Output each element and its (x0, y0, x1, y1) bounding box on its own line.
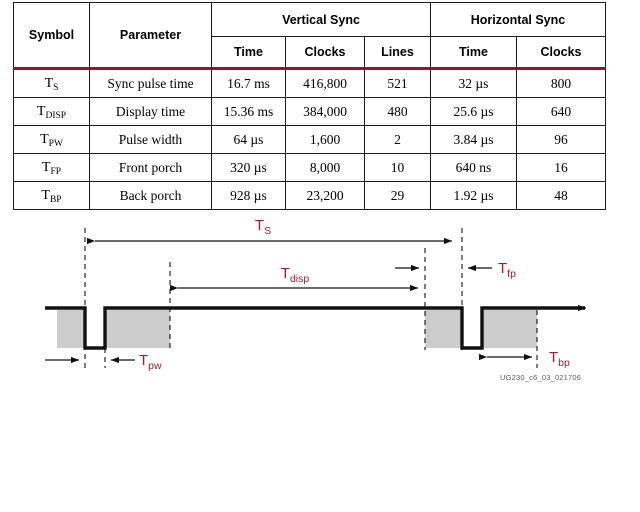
cell-vertical-lines: 2 (364, 125, 431, 154)
label-ts: TS (255, 217, 271, 237)
table-row: TBP Back porch 928 µs 23,200 29 1.92 µs … (13, 181, 606, 210)
cell-symbol: TS (13, 68, 90, 98)
cell-symbol: TDISP (13, 97, 90, 126)
label-tfp: Tfp (498, 260, 516, 280)
table-row: TDISP Display time 15.36 ms 384,000 480 … (13, 97, 606, 126)
cell-vertical-lines: 480 (364, 97, 431, 126)
cell-horizontal-clocks: 16 (516, 153, 606, 182)
column-header-horizontal-clocks: Clocks (516, 36, 606, 70)
vga-timing-table: Symbol Parameter Vertical Sync Horizonta… (13, 2, 606, 210)
cell-horizontal-clocks: 640 (516, 97, 606, 126)
figure-credit: UG230_c6_03_021706 (500, 373, 581, 382)
column-header-vertical-lines: Lines (364, 36, 431, 70)
column-header-parameter: Parameter (89, 2, 212, 70)
column-group-header-horizontal-sync: Horizontal Sync (430, 2, 606, 37)
column-header-horizontal-time: Time (430, 36, 517, 70)
table-header: Symbol Parameter Vertical Sync Horizonta… (13, 2, 606, 70)
label-tbp: Tbp (549, 349, 570, 369)
table-body: TS Sync pulse time 16.7 ms 416,800 521 3… (13, 68, 606, 210)
cell-vertical-time: 928 µs (211, 181, 286, 210)
table-row: TS Sync pulse time 16.7 ms 416,800 521 3… (13, 68, 606, 98)
cell-vertical-time: 16.7 ms (211, 68, 286, 98)
cell-vertical-time: 64 µs (211, 125, 286, 154)
cell-vertical-clocks: 416,800 (285, 68, 365, 98)
cell-vertical-lines: 29 (364, 181, 431, 210)
shade-block-right-back-porch (482, 310, 537, 348)
label-tpw: Tpw (139, 352, 162, 372)
cell-parameter: Front porch (89, 153, 212, 182)
shade-block-right-front-porch (425, 310, 462, 348)
cell-horizontal-time: 25.6 µs (430, 97, 517, 126)
cell-vertical-clocks: 23,200 (285, 181, 365, 210)
table-row: TFP Front porch 320 µs 8,000 10 640 ns 1… (13, 153, 606, 182)
cell-horizontal-clocks: 96 (516, 125, 606, 154)
cell-parameter: Sync pulse time (89, 68, 212, 98)
cell-parameter: Display time (89, 97, 212, 126)
cell-horizontal-time: 32 µs (430, 68, 517, 98)
shade-block-left-front-porch (57, 310, 85, 348)
vga-timing-table-container: Symbol Parameter Vertical Sync Horizonta… (13, 2, 606, 210)
cell-symbol: TPW (13, 125, 90, 154)
cell-parameter: Pulse width (89, 125, 212, 154)
cell-vertical-time: 320 µs (211, 153, 286, 182)
cell-vertical-clocks: 1,600 (285, 125, 365, 154)
cell-symbol: TFP (13, 153, 90, 182)
sync-timing-diagram: TS Tdisp Tfp Tpw Tbp UG230_c6_03_021706 (0, 200, 640, 400)
column-header-symbol: Symbol (13, 2, 90, 70)
column-header-vertical-clocks: Clocks (285, 36, 365, 70)
cell-symbol: TBP (13, 181, 90, 210)
cell-vertical-lines: 10 (364, 153, 431, 182)
shade-block-left-back-porch (105, 310, 170, 348)
cell-horizontal-time: 640 ns (430, 153, 517, 182)
cell-horizontal-time: 3.84 µs (430, 125, 517, 154)
table-row: TPW Pulse width 64 µs 1,600 2 3.84 µs 96 (13, 125, 606, 154)
cell-vertical-clocks: 8,000 (285, 153, 365, 182)
cell-vertical-clocks: 384,000 (285, 97, 365, 126)
cell-vertical-lines: 521 (364, 68, 431, 98)
table-header-group-row: Symbol Parameter Vertical Sync Horizonta… (13, 2, 606, 70)
column-header-vertical-time: Time (211, 36, 286, 70)
cell-horizontal-clocks: 800 (516, 68, 606, 98)
cell-horizontal-clocks: 48 (516, 181, 606, 210)
label-tdisp: Tdisp (281, 265, 310, 285)
cell-vertical-time: 15.36 ms (211, 97, 286, 126)
table-header-sub-row: Time Clocks Lines Time Clocks (14, 36, 606, 70)
column-group-header-vertical-sync: Vertical Sync (211, 2, 431, 37)
